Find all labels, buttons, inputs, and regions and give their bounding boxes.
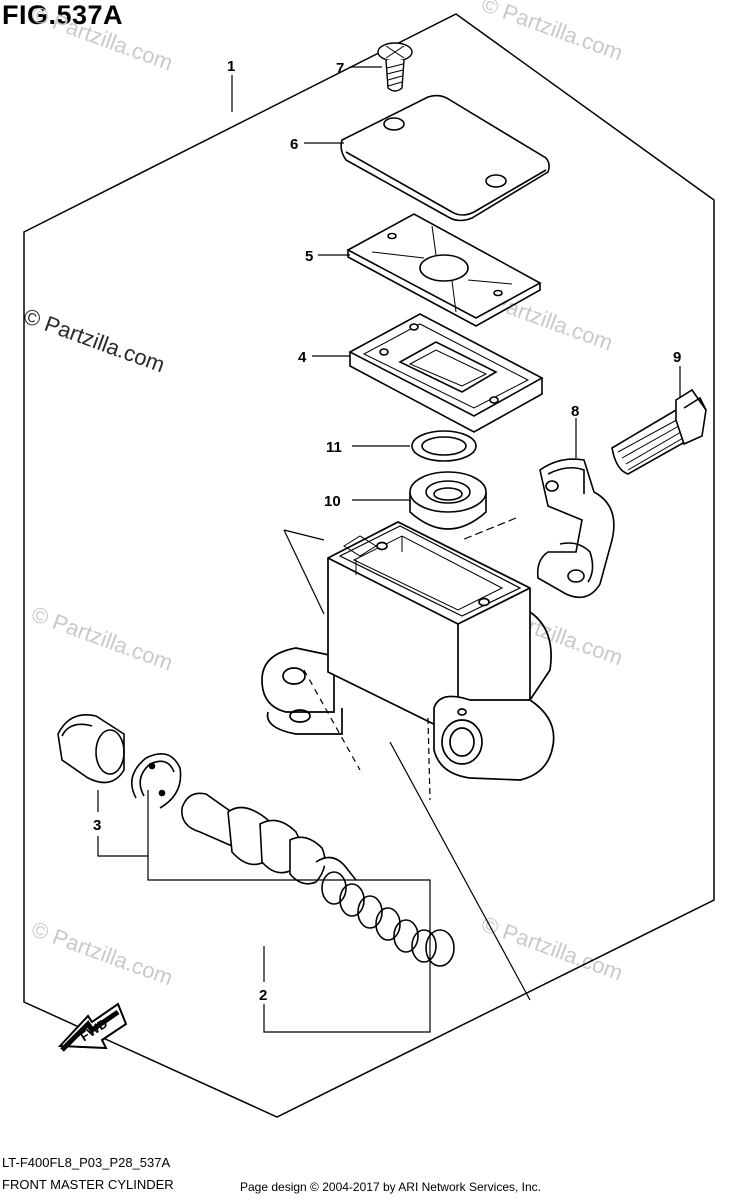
- diaphragm-part: [348, 313, 544, 433]
- explode-guide-lines: [283, 517, 531, 1001]
- diaphragm-plate-part: [346, 213, 542, 327]
- reservoir-cap-part: [340, 94, 550, 222]
- handlebar-clamp-part: [536, 458, 615, 599]
- callout-7: 7: [336, 60, 344, 77]
- callout-10: 10: [324, 493, 341, 510]
- diagram-code: LT-F400FL8_P03_P28_537A: [2, 1155, 171, 1170]
- callout-8: 8: [571, 403, 579, 420]
- callout-5: 5: [305, 248, 313, 265]
- watermark-text: © Partzilla.com: [28, 916, 176, 990]
- o-ring-part: [411, 430, 477, 462]
- callout-11: 11: [326, 439, 342, 456]
- piston-spring-part: [181, 792, 455, 967]
- return-spring: [321, 871, 455, 967]
- watermark-text: © Partzilla.com: [478, 0, 626, 65]
- dust-boot-part: [57, 714, 125, 784]
- watermark-text: © Partzilla.com: [28, 601, 176, 675]
- bolt-part: [611, 388, 707, 475]
- figure-title: FIG.537A: [2, 0, 124, 30]
- snap-ring-part: [130, 752, 182, 809]
- page-credit: Page design © 2004-2017 by ARI Network S…: [240, 1180, 542, 1194]
- callout-1: 1: [227, 58, 235, 75]
- callout-3: 3: [93, 817, 101, 834]
- bushing-part: [409, 471, 487, 530]
- screw-part: [377, 42, 413, 92]
- fwd-direction-badge: FWD: [57, 1002, 128, 1052]
- callout-4: 4: [298, 349, 307, 366]
- callout-leaders: [97, 66, 681, 1033]
- watermark-text: © Partzilla.com: [478, 911, 626, 985]
- master-cylinder-body: [261, 521, 555, 781]
- callout-9: 9: [673, 349, 681, 366]
- callout-6: 6: [290, 136, 298, 153]
- callout-2: 2: [259, 987, 267, 1004]
- watermark-text: © Partzilla.com: [20, 303, 168, 377]
- watermark-text: © Partzilla.com: [28, 1, 176, 75]
- callout-labels: 1 2 3 4 5 6 7 8 9 10 11: [93, 58, 681, 1004]
- assembly-name: FRONT MASTER CYLINDER: [2, 1177, 174, 1192]
- assembly-outline: [23, 13, 715, 1118]
